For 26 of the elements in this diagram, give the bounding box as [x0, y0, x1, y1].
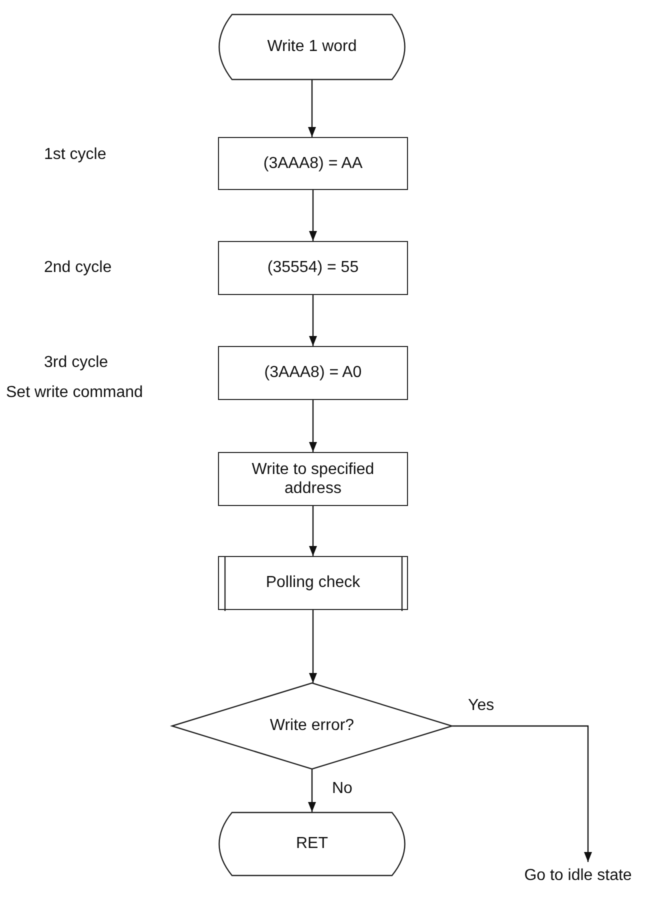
step-note: 3rd cycle — [44, 354, 108, 372]
process-box — [218, 452, 408, 506]
step-note: 1st cycle — [44, 146, 106, 164]
arrow — [309, 400, 317, 452]
arrow — [308, 80, 316, 137]
outcome-text: Go to idle state — [524, 866, 632, 886]
arrow — [309, 295, 317, 346]
predefined-process-box — [218, 556, 408, 610]
node-label: (35554) = 55 — [267, 258, 359, 278]
process-box — [218, 137, 408, 190]
arrow — [308, 769, 316, 812]
arrow — [309, 190, 317, 241]
node-label: (3AAA8) = A0 — [264, 363, 362, 383]
arrow — [452, 725, 592, 862]
step-note: 2nd cycle — [44, 259, 112, 277]
arrow — [309, 610, 317, 683]
node-label: RET — [296, 834, 328, 854]
step-note: Set write command — [6, 384, 143, 402]
node-label: Polling check — [266, 573, 360, 593]
process-box — [218, 346, 408, 400]
arrow — [309, 506, 317, 556]
process-box — [218, 241, 408, 295]
node-label: Write to specified address — [250, 460, 376, 498]
node-label: (3AAA8) = AA — [263, 154, 363, 174]
node-label: Write 1 word — [267, 37, 357, 57]
node-label: Write error? — [270, 716, 354, 736]
